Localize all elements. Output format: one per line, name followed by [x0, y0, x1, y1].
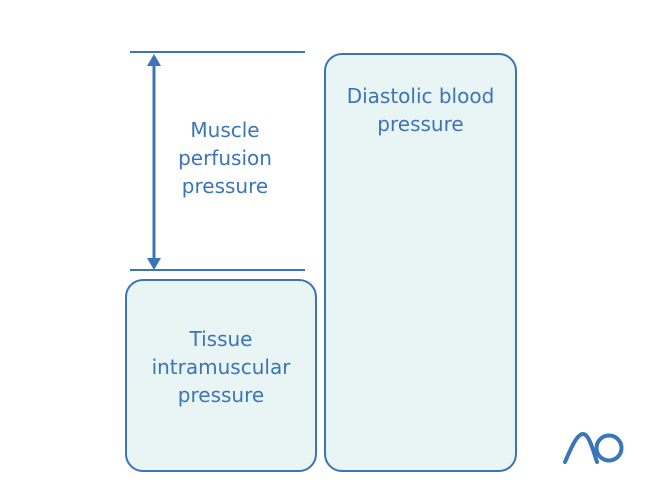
tissue-line3: pressure	[177, 383, 265, 407]
tissue-intramuscular-pressure-label: Tissue intramuscular pressure	[125, 325, 317, 409]
double-arrow-icon	[147, 54, 161, 270]
diastolic-blood-pressure-box	[324, 53, 517, 472]
arrow-head-up	[147, 54, 161, 66]
diastolic-line1: Diastolic blood	[346, 84, 495, 108]
arrow-head-down	[147, 258, 161, 270]
diastolic-blood-pressure-label: Diastolic blood pressure	[324, 82, 517, 138]
tissue-intramuscular-pressure-box	[125, 279, 317, 472]
muscle-perfusion-line3: pressure	[181, 174, 269, 198]
muscle-perfusion-pressure-label: Muscle perfusion pressure	[163, 116, 287, 200]
diastolic-line2: pressure	[377, 112, 464, 136]
perfusion-top-line	[130, 51, 305, 53]
muscle-perfusion-line1: Muscle	[190, 118, 260, 142]
tissue-line1: Tissue	[189, 327, 253, 351]
ao-logo-icon	[563, 432, 624, 464]
perfusion-bottom-line	[130, 269, 305, 271]
muscle-perfusion-line2: perfusion	[178, 146, 272, 170]
tissue-line2: intramuscular	[151, 355, 291, 379]
